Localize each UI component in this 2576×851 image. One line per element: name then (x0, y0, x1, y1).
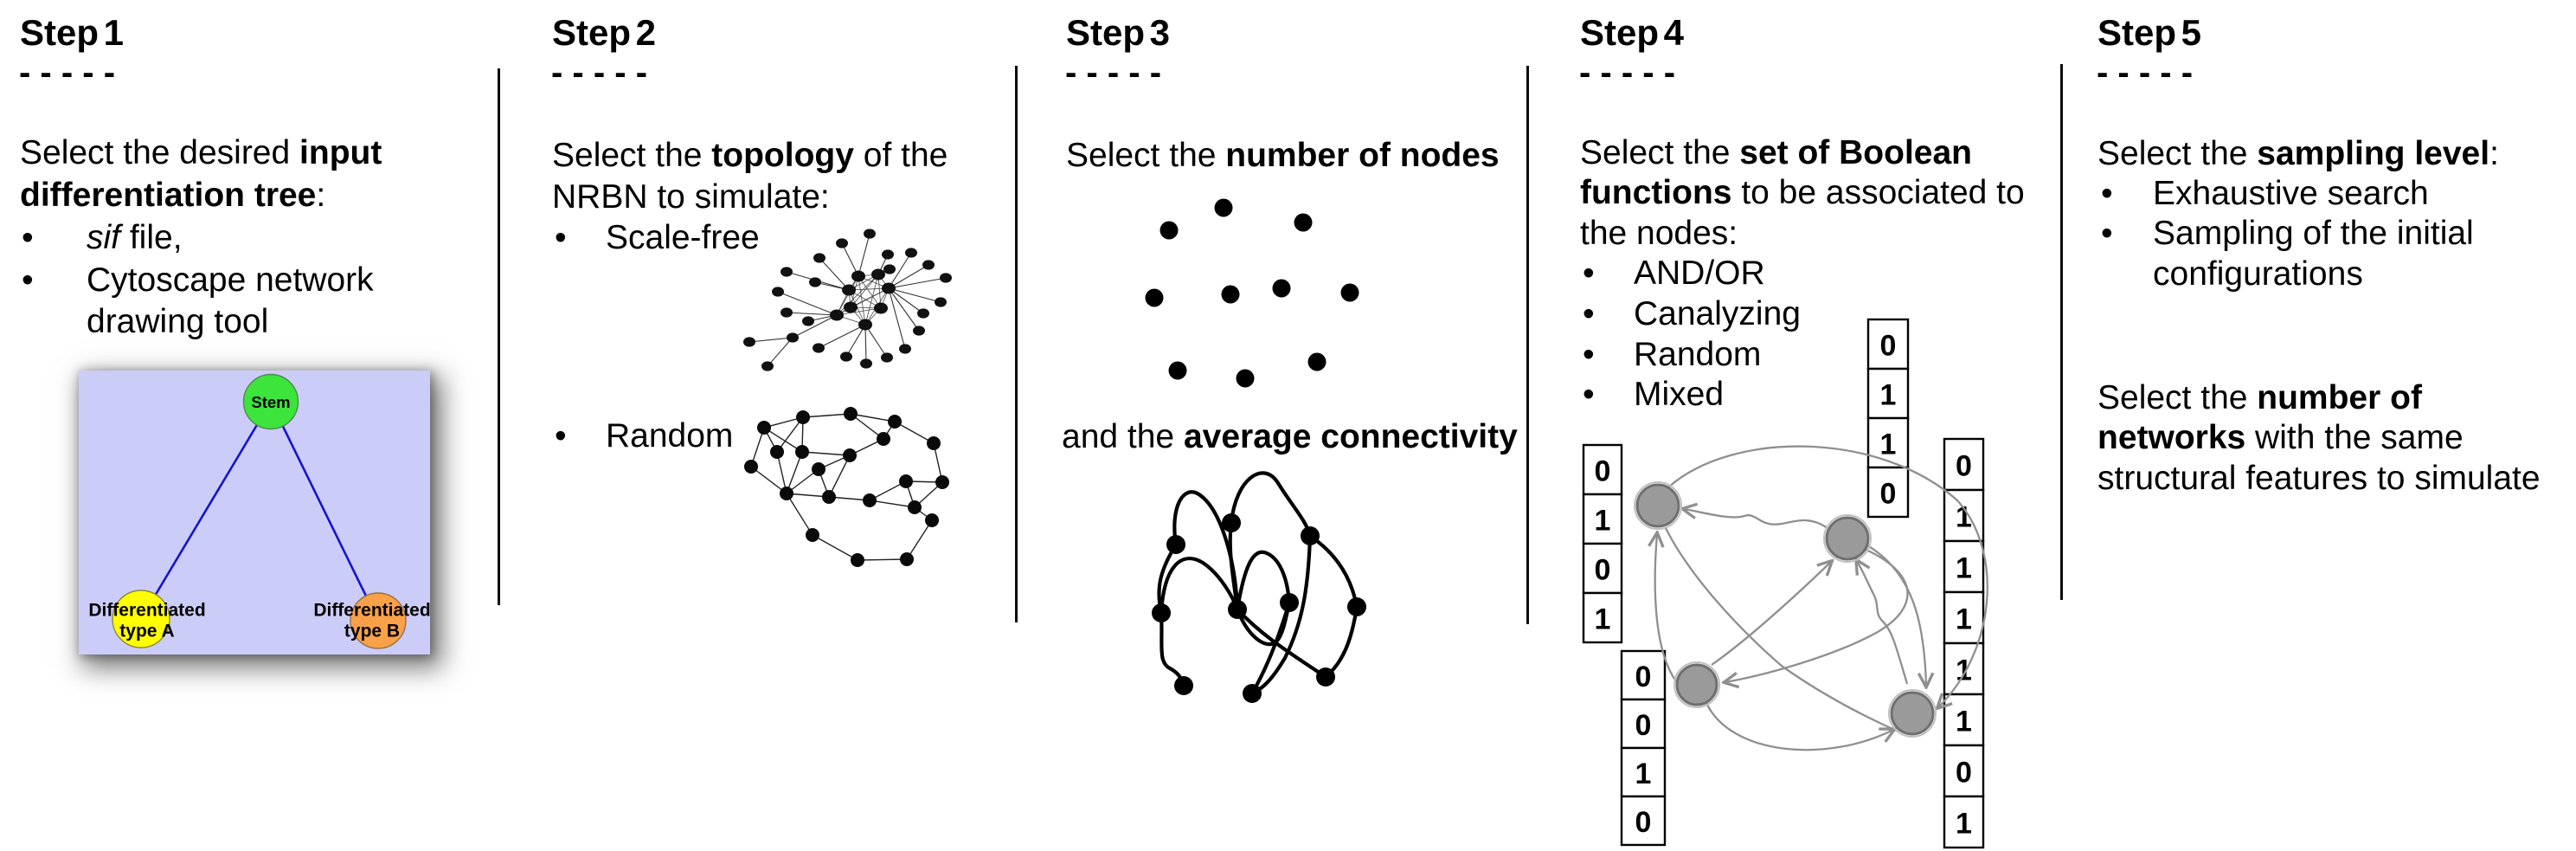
svg-text:0: 0 (1956, 450, 1972, 483)
svg-text:1: 1 (1595, 603, 1611, 636)
svg-text:Differentiated: Differentiated (88, 601, 205, 621)
svg-text:1: 1 (1956, 552, 1972, 585)
svg-text:1: 1 (1956, 603, 1972, 636)
svg-text:0: 0 (1880, 478, 1897, 511)
svg-text:Differentiated: Differentiated (313, 601, 430, 621)
svg-text:1: 1 (1956, 654, 1972, 687)
svg-text:1: 1 (1595, 505, 1611, 538)
svg-text:1: 1 (1635, 758, 1652, 790)
svg-text:Stem: Stem (251, 393, 290, 411)
svg-text:0: 0 (1635, 709, 1652, 742)
svg-text:0: 0 (1880, 330, 1897, 363)
svg-text:1: 1 (1956, 808, 1972, 841)
svg-text:1: 1 (1880, 379, 1897, 412)
svg-text:1: 1 (1956, 501, 1972, 534)
svg-text:type B: type B (344, 622, 400, 641)
svg-text:0: 0 (1956, 757, 1972, 790)
svg-text:0: 0 (1595, 455, 1611, 488)
svg-text:type A: type A (119, 622, 174, 641)
svg-text:1: 1 (1880, 429, 1897, 461)
svg-text:0: 0 (1595, 554, 1611, 587)
svg-text:0: 0 (1635, 661, 1652, 693)
svg-text:0: 0 (1635, 806, 1652, 839)
svg-text:1: 1 (1956, 706, 1972, 738)
